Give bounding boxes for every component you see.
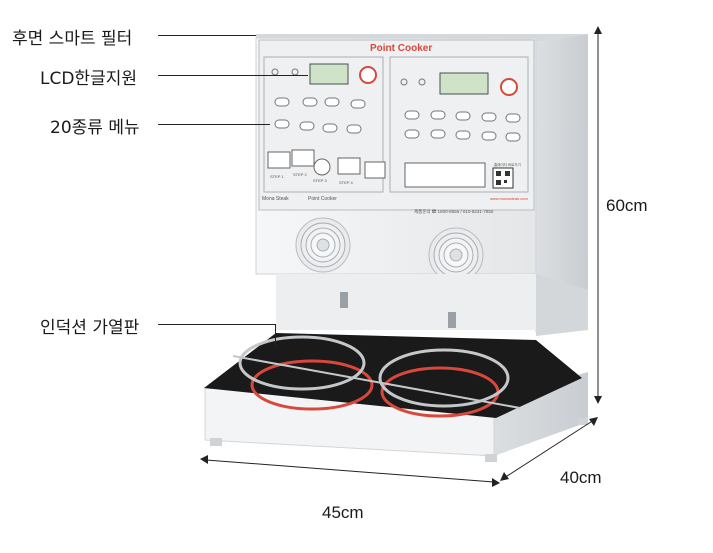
leader-induction-down [275,324,276,348]
depth-label: 40cm [560,468,602,487]
leader-lcd [158,75,308,76]
foot-left [210,438,222,446]
width-label: 45cm [322,503,364,522]
upper-body-side [535,34,588,332]
power-button-left [359,66,377,84]
nozzle-right [448,312,456,328]
width-dimension-line [205,459,495,483]
panel-logo: Point Cooker [370,43,432,54]
foot-back [578,418,588,425]
callout-menu: 20종류 메뉴 [50,118,140,138]
panel-contact: 제품문의 ☎ 1800-8556 / 010-8231-7850 [414,208,494,215]
cooktop-glass [204,333,582,418]
panel-step-4: STEP 4 [339,180,353,185]
instruction-box [404,162,486,188]
panel-step-2: STEP 2 [293,172,307,177]
control-panel [258,39,535,211]
panel-qr-caption: 홈페이지 바로가기 [494,162,521,167]
menu-buttons-left [274,97,366,134]
foot-right [485,454,497,462]
lcd-screen-left [309,63,349,85]
lcd-screen-right [439,72,489,95]
menu-buttons-right [404,110,521,142]
panel-step-1: STEP 1 [270,174,284,179]
panel-website: www.monasteak.com [490,196,528,201]
fan-right [428,227,484,283]
panel-step-3: STEP 3 [313,178,327,183]
back-column [276,274,536,330]
step-icons [267,149,386,179]
depth-dimension-line [503,419,595,479]
height-label: 60cm [606,196,648,215]
panel-brand-right: Point Cooker [308,196,337,202]
panel-brand-left: Mona Steak [262,196,289,202]
callout-lcd: LCD한글지원 [40,69,137,89]
nozzle-left [340,292,348,308]
callout-induction: 인덕션 가열판 [40,318,140,338]
power-button-right [500,78,518,96]
leader-menu [158,124,270,125]
leader-induction [158,324,275,325]
leader-rear-filter [158,35,256,36]
fan-left [295,217,351,273]
rack-left [238,335,366,391]
induction-ring-left [250,359,374,411]
rack-right [378,348,510,408]
callout-rear-filter: 후면 스마트 필터 [12,29,133,49]
